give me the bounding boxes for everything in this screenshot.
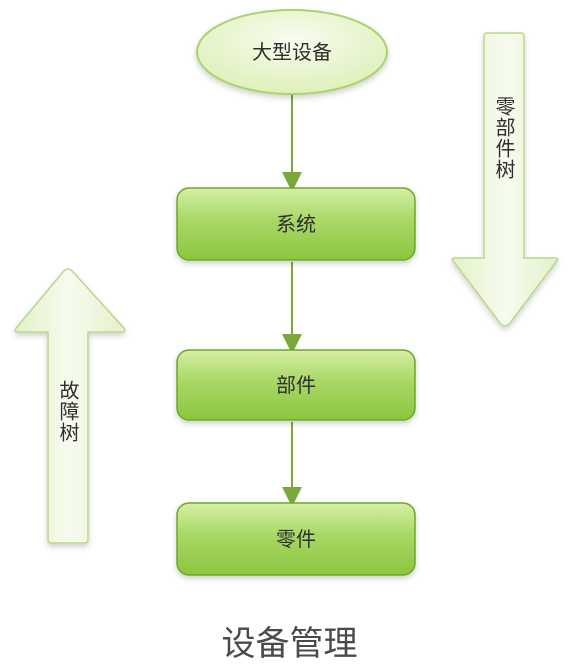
diagram-caption: 设备管理 [221, 624, 358, 664]
node-system-box [176, 187, 416, 261]
node-component-label: 部件 [276, 373, 316, 397]
node-part-box [176, 502, 416, 576]
down-arrow-label: 零部件树 [492, 96, 516, 180]
down-arrow-shape [451, 32, 559, 327]
up-arrow-label: 故障树 [56, 380, 80, 443]
node-root-label: 大型设备 [252, 40, 332, 64]
node-system-label: 系统 [276, 212, 316, 236]
node-root-ellipse [196, 9, 388, 95]
node-part-label: 零件 [276, 527, 316, 551]
up-arrow-shape [14, 268, 126, 544]
node-component-box [176, 349, 416, 421]
